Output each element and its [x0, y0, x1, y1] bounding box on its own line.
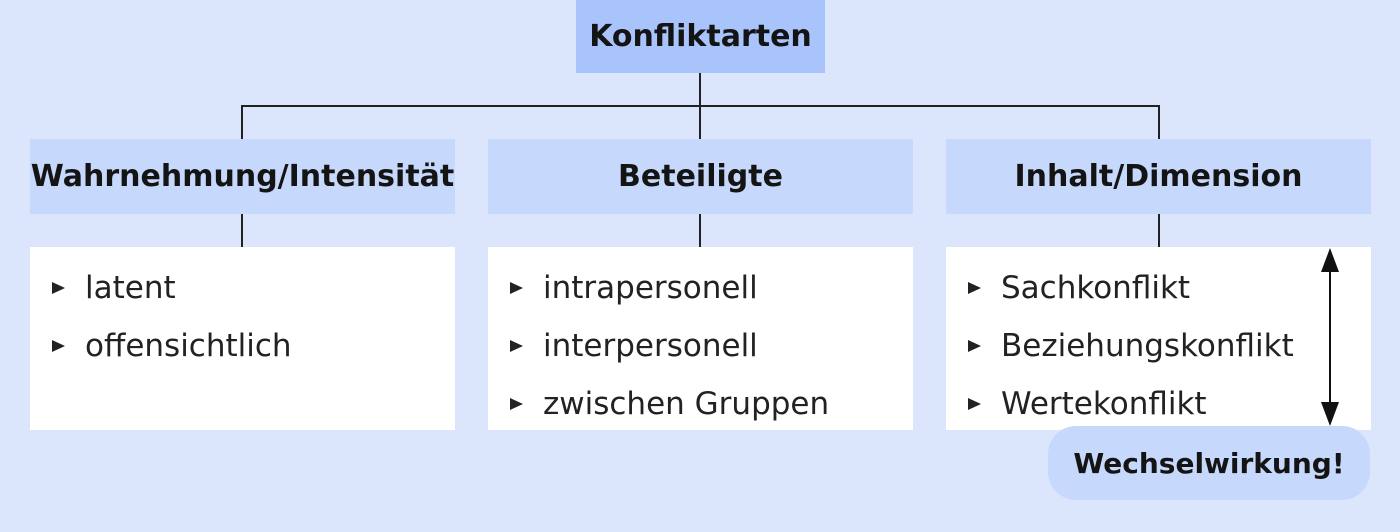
category-list-inhalt: Sachkonflikt Beziehungskonflikt Wertekon…	[946, 247, 1371, 430]
category-list-wahrnehmung: latent offensichtlich	[30, 247, 455, 430]
list-item: intrapersonell	[510, 259, 913, 317]
list-item-label: Beziehungskonflikt	[1001, 328, 1294, 364]
list-item-label: latent	[85, 270, 176, 306]
list-item-label: Wertekonflikt	[1001, 386, 1207, 422]
triangle-right-icon	[968, 340, 981, 352]
connector-title-down	[699, 73, 701, 106]
list-item: zwischen Gruppen	[510, 375, 913, 433]
connector-to-category-3	[1158, 105, 1160, 139]
connector-to-category-1	[241, 105, 243, 139]
triangle-right-icon	[510, 282, 523, 294]
category-list-beteiligte: intrapersonell interpersonell zwischen G…	[488, 247, 913, 430]
connector-to-category-2	[699, 105, 701, 139]
arrow-down-icon	[1321, 402, 1339, 426]
category-header-inhalt: Inhalt/Dimension	[946, 139, 1371, 214]
triangle-right-icon	[510, 398, 523, 410]
interaction-badge: Wechselwirkung!	[1048, 426, 1370, 500]
arrow-up-icon	[1321, 248, 1339, 272]
list-item: latent	[52, 259, 455, 317]
connector-category-2-list	[699, 214, 701, 247]
diagram-title: Konfliktarten	[576, 0, 825, 73]
list-item: Sachkonflikt	[968, 259, 1371, 317]
category-header-wahrnehmung: Wahrnehmung/Intensität	[30, 139, 455, 214]
category-header-beteiligte: Beteiligte	[488, 139, 913, 214]
list-item: Beziehungskonflikt	[968, 317, 1371, 375]
triangle-right-icon	[968, 282, 981, 294]
list-item: Wertekonflikt	[968, 375, 1371, 433]
list-item-label: intrapersonell	[543, 270, 758, 306]
list-item-label: Sachkonflikt	[1001, 270, 1191, 306]
list-item-label: zwischen Gruppen	[543, 386, 830, 422]
arrow-shaft	[1329, 268, 1331, 406]
triangle-right-icon	[52, 282, 65, 294]
connector-category-3-list	[1158, 214, 1160, 247]
list-item: interpersonell	[510, 317, 913, 375]
connector-category-1-list	[241, 214, 243, 247]
list-item: offensichtlich	[52, 317, 455, 375]
list-item-label: offensichtlich	[85, 328, 292, 364]
triangle-right-icon	[510, 340, 523, 352]
list-item-label: interpersonell	[543, 328, 758, 364]
triangle-right-icon	[52, 340, 65, 352]
triangle-right-icon	[968, 398, 981, 410]
